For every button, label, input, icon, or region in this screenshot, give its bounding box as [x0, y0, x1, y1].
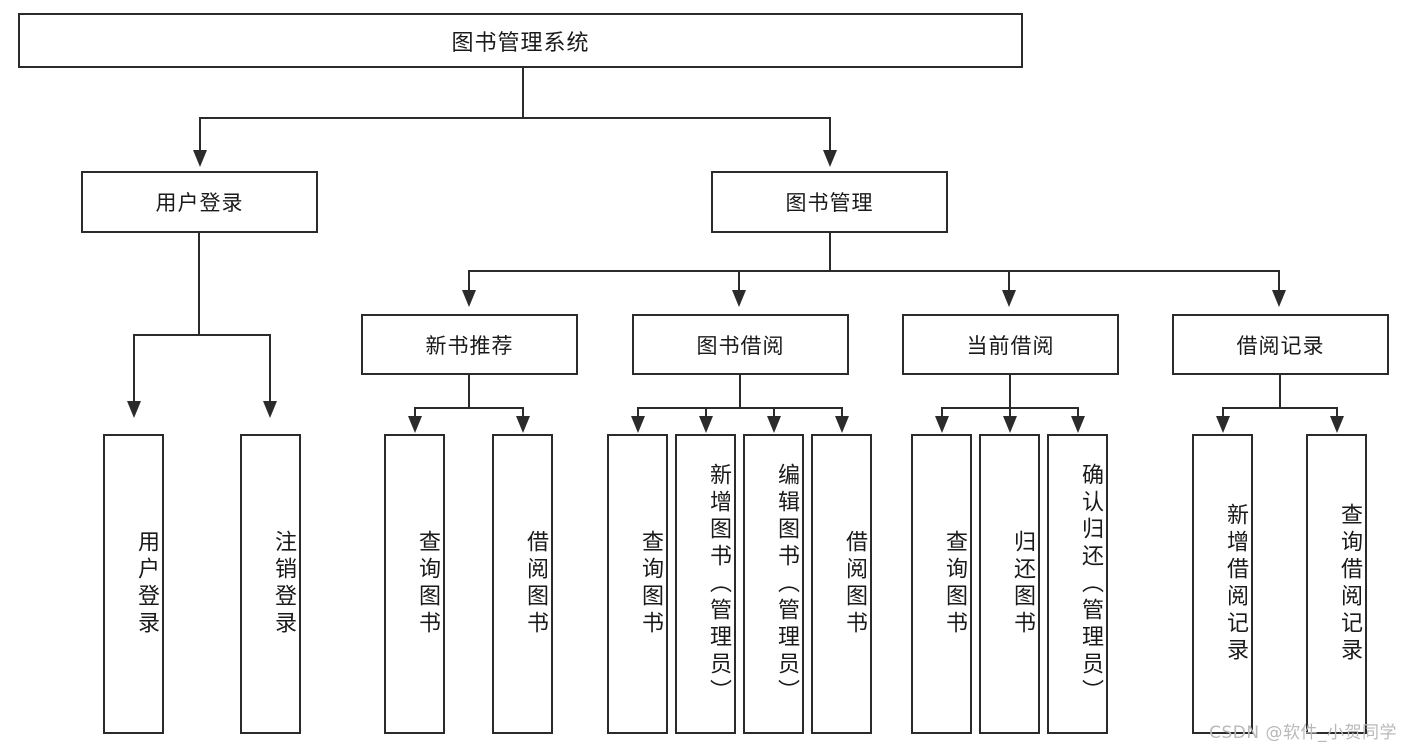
connector-borrow-record-bus: [1222, 407, 1338, 409]
node-borrow-record[interactable]: 借阅记录: [1172, 314, 1389, 375]
node-user-login-label: 用户登录: [155, 191, 244, 215]
leaf-borrow-do-borrow[interactable]: 借阅图书: [811, 434, 872, 734]
leaf-current-confirm-return[interactable]: 确认归还（管理员）: [1047, 434, 1108, 734]
leaf-logout-label: 注销登录: [271, 530, 296, 638]
arrow-root-to-book-mgmt: [823, 150, 837, 167]
connector-new-book-to-query: [414, 407, 416, 419]
leaf-current-return-book-label: 归还图书: [1010, 530, 1035, 638]
node-new-book-recommend-label: 新书推荐: [425, 333, 514, 358]
connector-book-borrow-to-add: [705, 407, 707, 419]
arrow-new-book-to-query: [408, 416, 422, 433]
watermark: CSDN @软件_小贺同学: [1209, 723, 1397, 743]
node-book-management[interactable]: 图书管理: [711, 171, 948, 233]
leaf-borrow-add-book[interactable]: 新增图书（管理员）: [675, 434, 736, 734]
node-new-book-recommend[interactable]: 新书推荐: [361, 314, 578, 375]
connector-new-book-to-borrow: [522, 407, 524, 419]
connector-borrow-record-stem: [1279, 375, 1281, 409]
node-book-borrow-label: 图书借阅: [696, 333, 785, 358]
connector-current-to-confirm: [1077, 407, 1079, 419]
connector-root-to-user-login: [199, 117, 201, 153]
leaf-user-login-label: 用户登录: [134, 530, 159, 638]
arrow-book-borrow-to-edit: [767, 416, 781, 433]
arrow-user-login-to-login: [127, 401, 141, 418]
arrow-current-to-return: [1003, 416, 1017, 433]
leaf-recommend-borrow-book[interactable]: 借阅图书: [492, 434, 553, 734]
connector-new-book-stem: [468, 375, 470, 409]
arrow-new-book-to-borrow: [516, 416, 530, 433]
leaf-record-add-label: 新增借阅记录: [1223, 503, 1248, 665]
leaf-borrow-do-borrow-label: 借阅图书: [842, 530, 867, 638]
node-root[interactable]: 图书管理系统: [18, 13, 1023, 68]
leaf-current-confirm-return-label: 确认归还（管理员）: [1078, 462, 1103, 706]
leaf-record-add[interactable]: 新增借阅记录: [1192, 434, 1253, 734]
connector-root-stem: [522, 68, 524, 118]
connector-book-borrow-stem: [739, 375, 741, 409]
connector-book-mgmt-to-current: [1008, 270, 1010, 292]
leaf-current-query-book[interactable]: 查询图书: [911, 434, 972, 734]
connector-book-mgmt-to-record: [1278, 270, 1280, 292]
node-book-borrow[interactable]: 图书借阅: [632, 314, 849, 375]
arrow-record-to-search: [1330, 416, 1344, 433]
connector-current-to-return: [1009, 407, 1011, 419]
arrow-book-borrow-to-add: [699, 416, 713, 433]
arrow-book-mgmt-to-new-book: [462, 290, 476, 307]
leaf-borrow-edit-book-label: 编辑图书（管理员）: [774, 462, 799, 706]
connector-current-to-query: [941, 407, 943, 419]
connector-root-bus: [199, 117, 831, 119]
node-current-borrow-label: 当前借阅: [966, 333, 1055, 358]
arrow-book-borrow-to-do: [835, 416, 849, 433]
leaf-current-query-book-label: 查询图书: [942, 530, 967, 638]
leaf-borrow-edit-book[interactable]: 编辑图书（管理员）: [743, 434, 804, 734]
connector-book-borrow-to-edit: [773, 407, 775, 419]
arrow-current-to-query: [935, 416, 949, 433]
leaf-current-return-book[interactable]: 归还图书: [979, 434, 1040, 734]
arrow-book-mgmt-to-borrow: [732, 290, 746, 307]
leaf-user-login[interactable]: 用户登录: [103, 434, 164, 734]
connector-user-login-to-login: [133, 334, 135, 404]
leaf-logout[interactable]: 注销登录: [240, 434, 301, 734]
node-user-login[interactable]: 用户登录: [81, 171, 318, 233]
arrow-book-mgmt-to-record: [1272, 290, 1286, 307]
node-root-label: 图书管理系统: [451, 30, 590, 56]
connector-book-borrow-to-query: [637, 407, 639, 419]
node-borrow-record-label: 借阅记录: [1236, 333, 1325, 358]
arrow-current-to-confirm: [1071, 416, 1085, 433]
leaf-record-search-label: 查询借阅记录: [1337, 503, 1362, 665]
connector-user-login-stem: [198, 233, 200, 336]
connector-book-mgmt-to-new-book: [468, 270, 470, 292]
connector-record-to-add: [1222, 407, 1224, 419]
leaf-recommend-query-book[interactable]: 查询图书: [384, 434, 445, 734]
connector-book-mgmt-to-borrow: [738, 270, 740, 292]
connector-current-borrow-stem: [1009, 375, 1011, 409]
connector-new-book-bus: [414, 407, 524, 409]
leaf-borrow-query-book-label: 查询图书: [638, 530, 663, 638]
connector-root-to-book-mgmt: [829, 117, 831, 153]
connector-book-mgmt-stem: [829, 233, 831, 272]
arrow-record-to-add: [1216, 416, 1230, 433]
connector-user-login-to-logout: [269, 334, 271, 404]
arrow-root-to-user-login: [193, 150, 207, 167]
leaf-recommend-borrow-book-label: 借阅图书: [523, 530, 548, 638]
connector-book-borrow-to-do: [841, 407, 843, 419]
leaf-borrow-query-book[interactable]: 查询图书: [607, 434, 668, 734]
leaf-recommend-query-book-label: 查询图书: [415, 530, 440, 638]
arrow-book-mgmt-to-current: [1002, 290, 1016, 307]
connector-book-mgmt-bus: [468, 270, 1280, 272]
connector-user-login-bus: [133, 334, 271, 336]
arrow-book-borrow-to-query: [631, 416, 645, 433]
leaf-record-search[interactable]: 查询借阅记录: [1306, 434, 1367, 734]
connector-record-to-search: [1336, 407, 1338, 419]
connector-book-borrow-bus: [637, 407, 843, 409]
node-book-management-label: 图书管理: [785, 191, 874, 215]
leaf-borrow-add-book-label: 新增图书（管理员）: [706, 462, 731, 706]
arrow-user-login-to-logout: [263, 401, 277, 418]
node-current-borrow[interactable]: 当前借阅: [902, 314, 1119, 375]
